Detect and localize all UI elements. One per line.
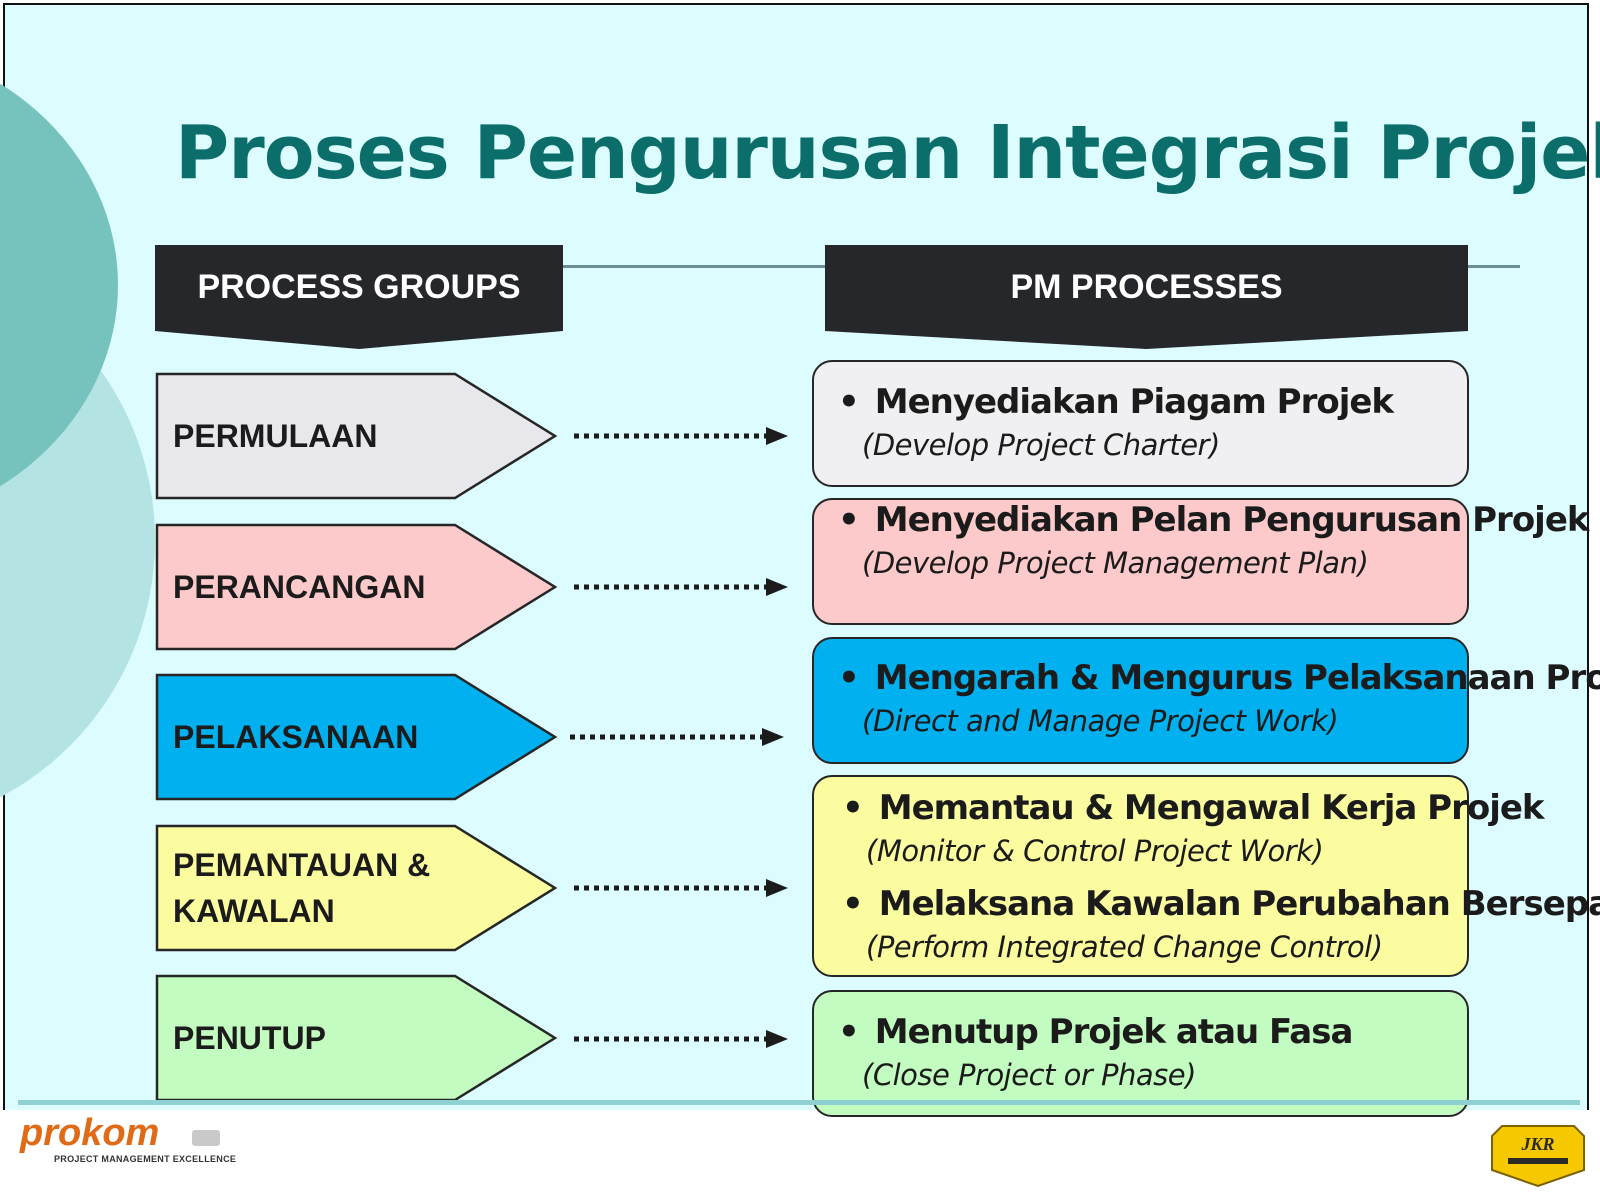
building-icon <box>192 1130 220 1146</box>
process-groups-header-label: PROCESS GROUPS <box>197 268 521 306</box>
pm-process-name: Memantau & Mengawal Kerja Projek <box>842 788 1545 828</box>
pm-process-english: (Develop Project Charter) <box>862 428 1220 462</box>
process-group-penutup: PENUTUP <box>155 974 560 1102</box>
process-group-label: PERANCANGAN <box>173 568 426 605</box>
pm-process-item: Memantau & Mengawal Kerja Projek (Monito… <box>842 788 1545 868</box>
pm-process-name: Melaksana Kawalan Perubahan Bersepadu <box>842 884 1600 924</box>
jkr-logo-text: JKR <box>1520 1134 1554 1154</box>
process-group-shape <box>155 974 558 1102</box>
pm-process-name: Mengarah & Mengurus Pelaksanaan Projek <box>838 658 1600 698</box>
process-group-label: PENUTUP <box>173 1019 326 1056</box>
pm-process-english: (Perform Integrated Change Control) <box>866 930 1383 964</box>
pm-process-name: Menutup Projek atau Fasa <box>838 1012 1354 1052</box>
process-group-shape <box>155 523 558 651</box>
footer-line <box>18 1100 1580 1105</box>
dotted-arrow <box>574 879 788 897</box>
process-group-pemantauan-kawalan: PEMANTAUAN & KAWALAN <box>155 824 560 952</box>
process-group-perancangan: PERANCANGAN <box>155 523 560 651</box>
pm-process-name: Menyediakan Pelan Pengurusan Projek <box>838 500 1590 540</box>
process-group-label: PELAKSANAAN <box>173 718 419 755</box>
prokom-logo-tagline: PROJECT MANAGEMENT EXCELLENCE <box>54 1154 237 1164</box>
slide-title: Proses Pengurusan Integrasi Projek <box>175 110 1600 196</box>
jkr-logo-emblem: JKR <box>1491 1125 1585 1188</box>
pm-process-item: Melaksana Kawalan Perubahan Bersepadu (P… <box>842 884 1600 964</box>
process-group-label: PERMULAAN <box>173 417 378 454</box>
pm-process-item: Menyediakan Piagam Projek (Develop Proje… <box>838 382 1394 462</box>
pm-process-item: Menyediakan Pelan Pengurusan Projek (Dev… <box>838 500 1589 580</box>
pm-processes-header: PM PROCESSES <box>825 245 1468 351</box>
process-group-permulaan: PERMULAAN <box>155 372 560 500</box>
dotted-arrow <box>570 728 784 746</box>
dotted-arrow <box>574 578 788 596</box>
process-groups-header: PROCESS GROUPS <box>155 245 563 351</box>
pm-process-english: (Monitor & Control Project Work) <box>866 834 1324 868</box>
pm-process-item: Mengarah & Mengurus Pelaksanaan Projek (… <box>838 658 1600 738</box>
pm-process-name: Menyediakan Piagam Projek <box>838 382 1394 422</box>
pm-process-item: Menutup Projek atau Fasa (Close Project … <box>838 1012 1354 1092</box>
process-group-shape <box>155 372 558 500</box>
prokom-logo-wordmark: prokom <box>20 1112 160 1154</box>
jkr-logo: JKR <box>1488 1120 1588 1190</box>
process-group-label: PEMANTAUAN & KAWALAN <box>173 846 431 929</box>
process-group-shape <box>155 673 558 801</box>
pm-processes-header-label: PM PROCESSES <box>1010 268 1283 306</box>
pm-process-english: (Close Project or Phase) <box>862 1058 1196 1092</box>
process-group-pelaksanaan: PELAKSANAAN <box>155 673 560 801</box>
pm-process-english: (Direct and Manage Project Work) <box>862 704 1339 738</box>
process-groups-header-shape <box>155 245 563 349</box>
pm-process-english: (Develop Project Management Plan) <box>862 546 1369 580</box>
dotted-arrow <box>574 427 788 445</box>
dotted-arrow <box>574 1030 788 1048</box>
prokom-logo: prokom PROJECT MANAGEMENT EXCELLENCE <box>20 1112 236 1172</box>
process-group-shape <box>155 824 558 952</box>
pm-processes-header-shape <box>825 245 1468 349</box>
